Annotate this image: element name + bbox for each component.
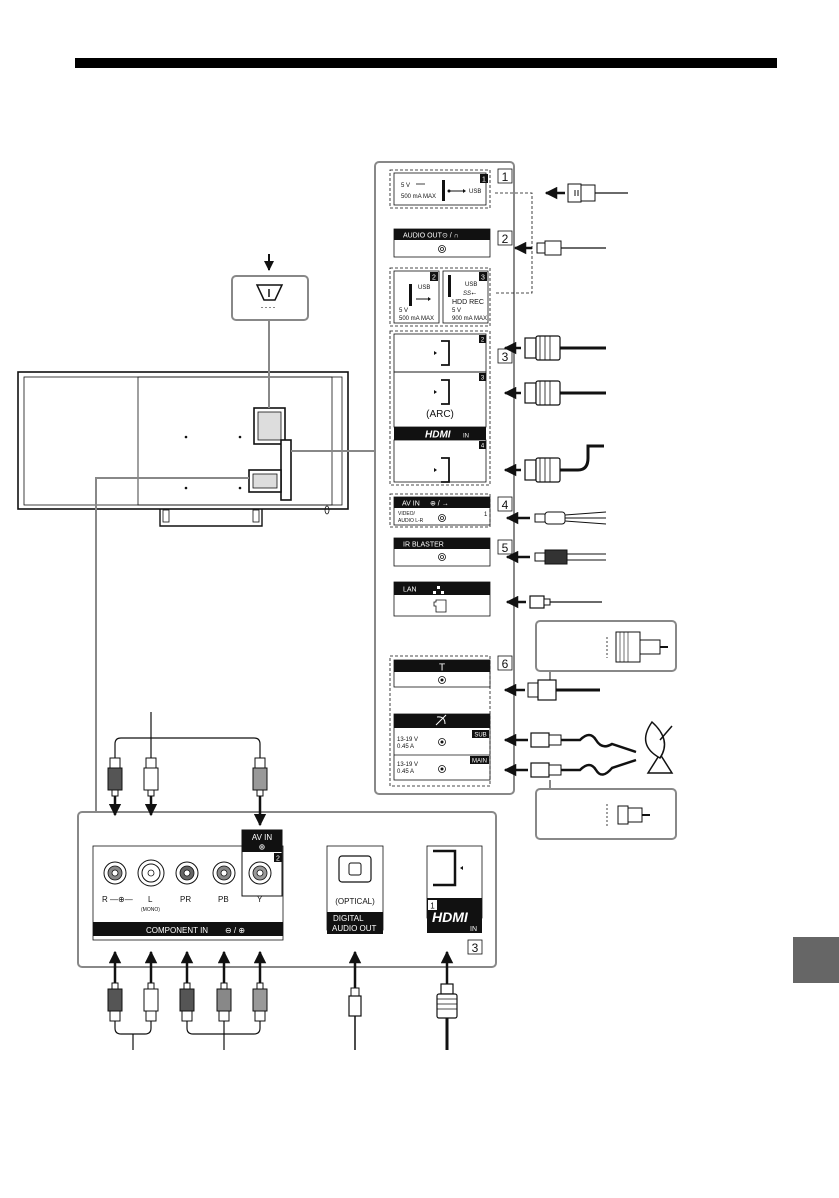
down-arrow-icon bbox=[255, 254, 284, 308]
side-cables bbox=[495, 183, 677, 840]
usb3-current: 900 mA MAX bbox=[452, 316, 487, 322]
component-in-icon: ⊖ / ⊕ bbox=[225, 926, 245, 935]
bottom-terminal-panel: COMPONENT IN ⊖ / ⊕ R —⊕— L (MONO) PR PB … bbox=[77, 811, 497, 968]
hdmi1-in: IN bbox=[470, 926, 477, 933]
pr-label: PR bbox=[180, 895, 191, 904]
hdmi-arc-label: (ARC) bbox=[426, 409, 454, 420]
header-bar bbox=[75, 58, 777, 68]
hdmi-in: IN bbox=[463, 434, 469, 440]
tv-rear-view bbox=[17, 371, 349, 527]
av-in1-number: 1 bbox=[484, 512, 488, 518]
usb2-current: 500 mA MAX bbox=[399, 316, 434, 322]
av-in1-label: AV IN bbox=[402, 501, 420, 508]
sat-sub-volt: 13-19 V bbox=[397, 737, 418, 743]
group-number-6: 6 bbox=[502, 657, 509, 671]
component-in-label: COMPONENT IN bbox=[146, 926, 208, 935]
usb2-label: USB bbox=[418, 285, 430, 291]
group-number-1: 1 bbox=[502, 170, 509, 184]
group-number-5: 5 bbox=[502, 541, 509, 555]
hdmi4-number: 4 bbox=[481, 444, 485, 450]
group-numbers: 1 2 3 4 5 6 bbox=[497, 168, 513, 671]
antenna-symbol: T bbox=[439, 663, 445, 674]
sat-main-volt: 13-19 V bbox=[397, 762, 418, 768]
mount-callout bbox=[231, 254, 309, 408]
network-icon bbox=[433, 586, 444, 594]
av-in2-icon: ⊕ bbox=[259, 843, 266, 852]
group-number-3: 3 bbox=[502, 350, 509, 364]
usb1-label: USB bbox=[469, 189, 481, 195]
av-in2-number: 2 bbox=[276, 856, 280, 863]
hdmi1-number: 1 bbox=[430, 902, 435, 911]
usb3-number: 3 bbox=[481, 275, 485, 282]
usb3-ss: SS⭠ bbox=[463, 291, 477, 297]
hdmi1-logo: HDMI bbox=[432, 909, 469, 925]
av-in1-icon: ⊕ / → bbox=[430, 501, 449, 508]
audio-out-label: AUDIO OUT bbox=[403, 233, 443, 240]
side-terminal-panel: 1 5 V 500 mA MAX USB AUDIO OUT ⊙ / ∩ 2 U… bbox=[374, 161, 515, 795]
usb-icon bbox=[447, 189, 466, 193]
antenna-icon: T bbox=[439, 663, 445, 674]
l-label: L bbox=[148, 895, 153, 904]
ir-blaster-label: IR BLASTER bbox=[403, 542, 444, 549]
y-label: Y bbox=[257, 895, 263, 904]
usb1-number: 1 bbox=[482, 177, 486, 184]
pb-label: PB bbox=[218, 895, 229, 904]
optical-label: (OPTICAL) bbox=[335, 897, 375, 906]
usb2-volt: 5 V bbox=[399, 308, 408, 314]
digital-label: DIGITAL bbox=[333, 914, 364, 923]
lan-label: LAN bbox=[403, 587, 417, 594]
usb3-volt: 5 V bbox=[452, 308, 461, 314]
sat-main-label: MAIN bbox=[472, 759, 487, 765]
sat-sub-label: SUB bbox=[474, 733, 486, 739]
av-in1-sub2: AUDIO L-R bbox=[398, 518, 424, 524]
usb2-number: 2 bbox=[432, 275, 436, 282]
hdmi-logo: HDMI bbox=[425, 430, 451, 441]
group-number-2: 2 bbox=[502, 232, 509, 246]
hdmi3-number: 3 bbox=[481, 376, 485, 382]
sat-sub-current: 0.45 A bbox=[397, 744, 414, 750]
hdmi1-group-number: 3 bbox=[472, 941, 479, 955]
usb3-label: USB bbox=[465, 282, 477, 288]
av-in2-label: AV IN bbox=[252, 833, 273, 842]
bottom-cables bbox=[107, 712, 458, 1050]
group-number-4: 4 bbox=[502, 498, 509, 512]
section-tab bbox=[793, 937, 839, 983]
audio-in-icon: —⊕— bbox=[110, 895, 133, 904]
audio-out-bottom-label: AUDIO OUT bbox=[332, 924, 377, 933]
satellite-dish-icon bbox=[435, 714, 447, 726]
usb3-rec: HDD REC bbox=[452, 299, 484, 306]
mono-label: (MONO) bbox=[141, 907, 160, 913]
usb1-volt: 5 V bbox=[401, 183, 410, 189]
hdmi2-number: 2 bbox=[481, 338, 485, 344]
sat-main-current: 0.45 A bbox=[397, 769, 414, 775]
usb1-current: 500 mA MAX bbox=[401, 194, 436, 200]
r-label: R bbox=[102, 895, 108, 904]
av-in1-sub1: VIDEO/ bbox=[398, 511, 416, 517]
headphone-icon: ⊙ / ∩ bbox=[442, 233, 459, 240]
